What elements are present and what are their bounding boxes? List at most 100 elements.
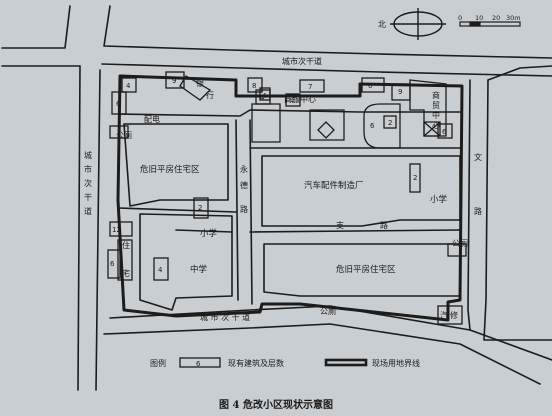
- road-label-bottom: 城 市 次 干 道: [200, 312, 250, 322]
- building-b11: [437, 123, 453, 139]
- facility-toilet-left: 公厕: [116, 131, 132, 140]
- school-boundary: [139, 213, 233, 311]
- legend-boundary-label: 现场用地界线: [372, 358, 420, 368]
- floor-b6: 7: [308, 83, 312, 91]
- scale-tick-30m: 30m: [506, 14, 521, 22]
- internal-road-north: [117, 109, 461, 117]
- floor-b18: 6: [370, 122, 375, 130]
- road-label-left-2: 市: [84, 164, 92, 174]
- road-label-right-1: 文: [474, 152, 482, 162]
- facility-trade-2: 贸: [432, 100, 440, 110]
- floor-b3: 6: [116, 100, 121, 108]
- legend-title: 图例: [150, 358, 166, 368]
- zone-residential-left: 危旧平房住宅区: [140, 164, 200, 175]
- internal-road-middle-west: [235, 119, 239, 301]
- building-bank: [179, 75, 212, 101]
- building-b12: [193, 197, 209, 219]
- facility-trade-1: 商: [432, 90, 440, 100]
- facility-bank-2: 行: [206, 90, 214, 100]
- legend-existing-label: 现有建筑及层数: [228, 358, 284, 368]
- road-label-left-5: 道: [84, 206, 92, 216]
- facility-toilet-bottom: 公厕: [320, 307, 336, 316]
- floor-b11: 6: [442, 128, 447, 136]
- building-cross: [423, 121, 441, 137]
- building-b13: [409, 163, 421, 193]
- scale-tick-10: 10: [475, 14, 483, 22]
- legend-building-sample: [179, 357, 221, 368]
- facility-bank-1: 银: [196, 78, 204, 88]
- legend-boundary-sample: [324, 358, 368, 367]
- building-b15: [107, 249, 121, 279]
- road-label-cross-1: 支: [336, 220, 344, 230]
- scale-bar: [459, 21, 521, 27]
- floor-b12: 2: [198, 204, 202, 212]
- building-b6: [299, 79, 325, 93]
- floor-b10: 2: [388, 119, 392, 127]
- floor-b2: 9: [172, 77, 176, 85]
- facility-auto-repair-2: 修: [450, 310, 458, 320]
- facility-residence-1: 住: [122, 240, 130, 250]
- zone-school-primary-left: 小学: [200, 228, 218, 239]
- building-residence-small: [117, 239, 133, 281]
- facility-substation: 配电: [144, 114, 160, 124]
- floor-b16: 4: [158, 266, 163, 274]
- zone-factory: 汽车配件制造厂: [304, 180, 364, 191]
- building-toilet-left: [109, 125, 129, 139]
- building-biz-center-b: [309, 109, 345, 141]
- residential-right-boundary: [263, 243, 461, 297]
- building-b1: [121, 77, 137, 93]
- floor-b8: 6: [368, 82, 373, 90]
- building-diamond: [317, 121, 335, 139]
- facility-auto-repair-1: 汽: [440, 310, 448, 320]
- floor-b9: 9: [398, 88, 402, 96]
- scale-tick-0: 0: [458, 14, 462, 22]
- floor-b17: 4: [262, 92, 267, 100]
- road-edge-left-inner: [95, 69, 101, 391]
- zone-residential-right: 危旧平房住宅区: [336, 264, 396, 275]
- facility-trade-4: 心: [432, 121, 440, 130]
- building-b7: [285, 93, 301, 107]
- zone-school-middle: 中学: [190, 264, 208, 275]
- north-label: 北: [378, 20, 386, 29]
- building-b10: [383, 115, 397, 129]
- road-edge-right-inner: [467, 79, 471, 331]
- road-label-mid-2: 德: [240, 180, 248, 190]
- north-arrow: [390, 8, 446, 40]
- building-auto-repair: [437, 305, 463, 325]
- building-b8: [361, 77, 385, 93]
- building-b17: [259, 87, 271, 101]
- internal-road-cross-c: [117, 207, 237, 213]
- road-edge-left-outer: [77, 65, 81, 391]
- building-biz-center: [251, 103, 281, 143]
- site-boundary-outline: [116, 74, 464, 322]
- scale-tick-20: 20: [492, 14, 500, 22]
- building-b14: [109, 221, 133, 237]
- facility-toilet-right: 公厕: [452, 239, 468, 248]
- floor-b14: 12: [112, 226, 121, 234]
- school-inner-divider: [175, 229, 233, 233]
- road-edge-right-top: [487, 65, 552, 81]
- internal-road-cross-b: [249, 229, 461, 233]
- road-label-left-1: 城: [84, 151, 92, 160]
- floor-b15: 6: [110, 260, 115, 268]
- floor-b7: 4: [290, 97, 295, 105]
- road-label-mid-3: 路: [240, 204, 248, 214]
- road-label-cross-2: 路: [380, 220, 388, 230]
- scale-bar-frame: [459, 21, 521, 27]
- road-edge-top-right: [103, 5, 552, 59]
- scale-bar-fill: [469, 21, 481, 27]
- facility-residence-2: 宅: [122, 268, 130, 278]
- road-label-left-3: 次: [84, 178, 92, 188]
- building-b16: [153, 257, 169, 281]
- road-label-right-2: 路: [474, 206, 482, 216]
- facility-trade-3: 中: [432, 110, 440, 120]
- factory-boundary: [261, 155, 461, 227]
- figure-caption: 图 4 危改小区现状示意图: [219, 400, 333, 411]
- building-toilet-right: [447, 243, 467, 257]
- legend-sample-number: 6: [196, 360, 201, 368]
- road-label-left-4: 干: [84, 193, 92, 202]
- road-label-mid-1: 永: [240, 164, 248, 174]
- road-edge-bottom-lower: [103, 323, 541, 385]
